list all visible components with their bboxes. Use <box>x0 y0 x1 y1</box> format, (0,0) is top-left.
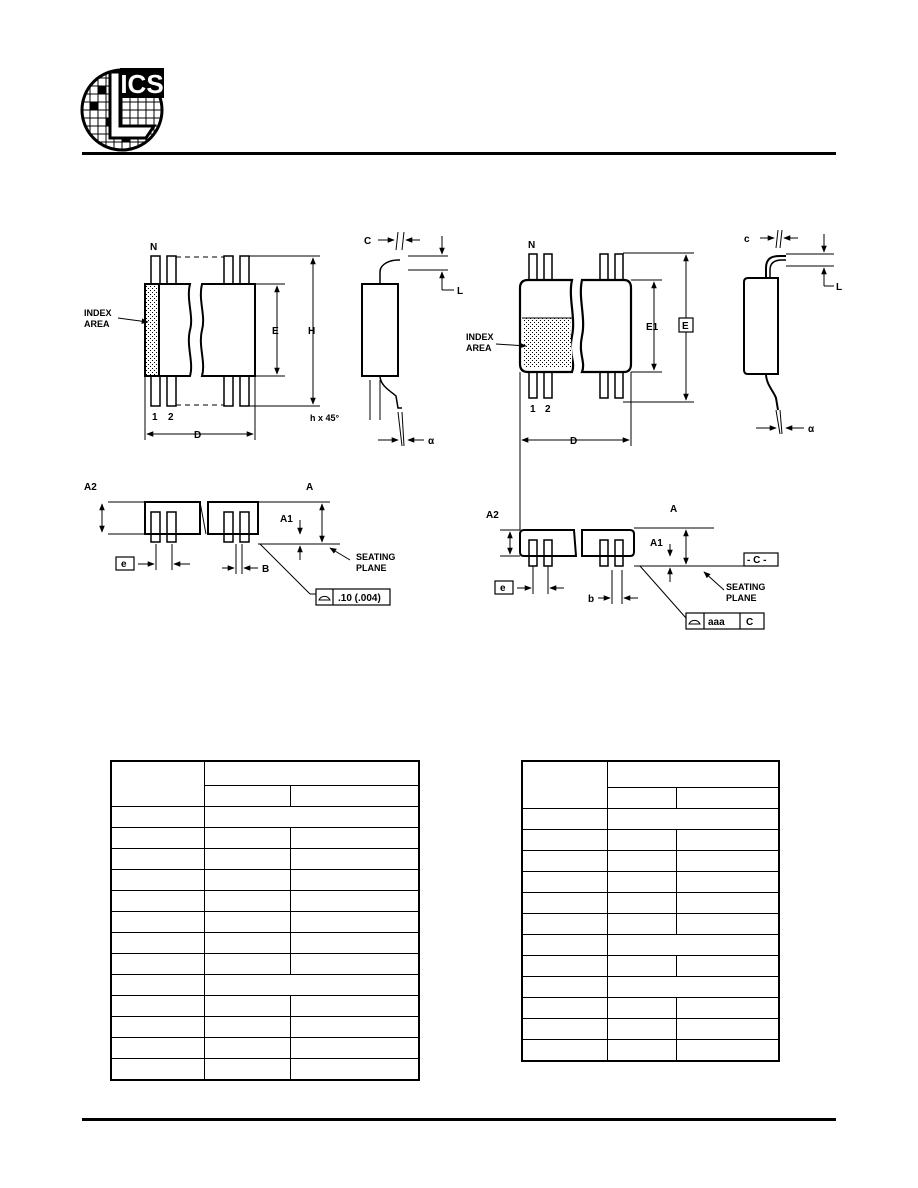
ics-logo: ICS <box>80 68 164 152</box>
seating-plane-label-2: PLANE <box>726 593 757 603</box>
pin-n-label: N <box>528 240 535 251</box>
header-rule <box>82 152 836 155</box>
left-end-view <box>99 501 391 606</box>
table-row <box>521 976 780 998</box>
table-row <box>521 997 780 1019</box>
dimension-table-right <box>521 760 780 1062</box>
dim-e-label: E <box>272 326 279 337</box>
table-row <box>521 892 780 914</box>
dim-a2-label: A2 <box>84 482 97 493</box>
table-row <box>110 911 420 933</box>
left-side-view <box>361 231 454 447</box>
table-row <box>110 806 420 828</box>
dim-b-label: B <box>262 564 269 575</box>
table-header-cell <box>110 760 205 807</box>
index-area-label-2: AREA <box>466 343 492 353</box>
dim-a1-label: A1 <box>650 538 663 549</box>
package-drawings: N 1 2 INDEX AREA E H D C L h x 45° α A A… <box>84 229 842 630</box>
dim-e1-label: E1 <box>646 322 659 333</box>
table-row <box>521 934 780 956</box>
right-top-view <box>495 252 694 530</box>
dimension-table-left <box>110 760 420 1081</box>
table-row <box>110 827 420 849</box>
alpha-label: α <box>808 424 815 435</box>
alpha-label: α <box>428 436 435 447</box>
left-top-view <box>117 255 320 440</box>
table-row <box>521 1039 780 1062</box>
dim-l-label: L <box>836 282 842 293</box>
table-header-cell <box>521 760 608 809</box>
dim-b-label: b <box>588 594 594 605</box>
table-row <box>110 1058 420 1081</box>
tolerance-label: aaa <box>708 617 725 628</box>
table-row <box>110 932 420 954</box>
chamfer-label: h x 45° <box>310 413 340 423</box>
table-row <box>110 890 420 912</box>
pin-2-label: 2 <box>168 412 174 423</box>
dim-d-label: D <box>570 436 577 447</box>
pin-1-label: 1 <box>530 404 536 415</box>
seating-plane-label-2: PLANE <box>356 563 387 573</box>
dim-a-label: A <box>306 482 313 493</box>
table-row <box>521 955 780 977</box>
table-row <box>521 1018 780 1040</box>
datum-c-label: - C - <box>747 555 766 566</box>
table-row <box>110 869 420 891</box>
table-row <box>110 1016 420 1038</box>
table-header-cell <box>204 784 291 808</box>
seating-plane-label-1: SEATING <box>356 552 395 562</box>
dim-l-label: L <box>457 286 463 297</box>
table-row <box>521 871 780 893</box>
right-end-view <box>494 527 779 630</box>
dim-h-label: H <box>308 326 315 337</box>
table-row <box>110 1037 420 1059</box>
dim-a-label: A <box>670 504 677 515</box>
table-row <box>521 808 780 830</box>
dim-a1-label: A1 <box>280 514 293 525</box>
table-header-cell <box>675 786 780 810</box>
table-header-cell <box>607 786 677 810</box>
seating-plane-label-1: SEATING <box>726 582 765 592</box>
table-header-cell <box>289 784 420 808</box>
table-row <box>521 850 780 872</box>
table-row <box>110 974 420 996</box>
dim-c-label: c <box>744 234 750 245</box>
coplanarity-label: .10 (.004) <box>338 593 381 604</box>
dim-e-label: E <box>682 321 689 332</box>
index-area-label-1: INDEX <box>84 308 112 318</box>
table-row <box>521 829 780 851</box>
tolerance-datum-label: C <box>746 617 753 628</box>
table-row <box>110 848 420 870</box>
table-row <box>110 995 420 1017</box>
left-drawing-labels: N 1 2 INDEX AREA E H D C L h x 45° α A A… <box>84 236 463 604</box>
pitch-e-label: e <box>121 559 127 570</box>
pin-2-label: 2 <box>545 404 551 415</box>
index-area-label-1: INDEX <box>466 332 494 342</box>
pin-n-label: N <box>150 242 157 253</box>
table-row <box>110 953 420 975</box>
table-row <box>521 913 780 935</box>
right-drawing-labels: N 1 2 INDEX AREA E1 E D c L α A A1 A2 e … <box>466 234 842 628</box>
pin-1-label: 1 <box>152 412 158 423</box>
dim-c-label: C <box>364 236 371 247</box>
logo-text: ICS <box>120 69 163 99</box>
footer-rule <box>82 1118 836 1121</box>
table-header-cell <box>607 760 780 788</box>
dim-d-label: D <box>194 430 201 441</box>
right-side-view <box>743 229 834 435</box>
dim-a2-label: A2 <box>486 510 499 521</box>
index-area-label-2: AREA <box>84 319 110 329</box>
pitch-e-label: e <box>500 583 506 594</box>
table-header-cell <box>204 760 420 786</box>
